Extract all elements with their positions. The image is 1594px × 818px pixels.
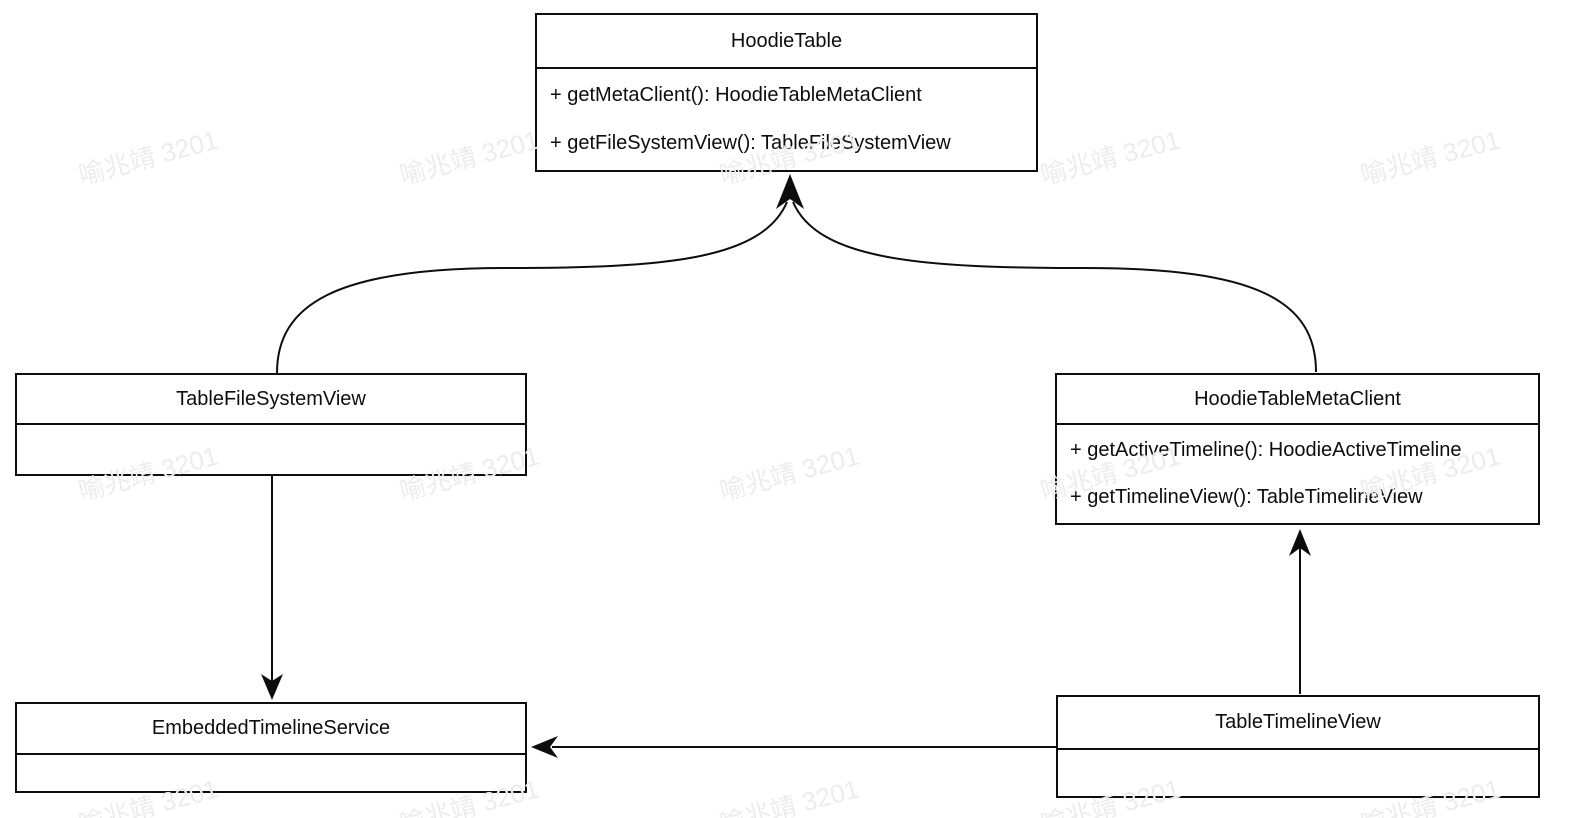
edge-filesystemview-to-hoodietable <box>276 201 788 374</box>
class-title: TableTimelineView <box>1058 697 1538 750</box>
class-box-embeddedtimelineservice: EmbeddedTimelineService <box>15 702 527 793</box>
class-title: EmbeddedTimelineService <box>17 704 525 755</box>
class-box-tabletimelineview: TableTimelineView <box>1056 695 1540 798</box>
class-methods: + getActiveTimeline(): HoodieActiveTimel… <box>1057 425 1538 523</box>
arrowhead-up-hoodietable <box>776 174 804 209</box>
method-getmetaclient: + getMetaClient(): HoodieTableMetaClient <box>550 83 922 106</box>
arrowhead-down-embeddedtimelineservice <box>261 674 283 700</box>
arrowhead-up-metaclient <box>1289 529 1311 556</box>
class-title: TableFileSystemView <box>17 375 525 425</box>
edge-metaclient-to-hoodietable <box>792 201 1317 373</box>
class-box-hoodietable: HoodieTable + getMetaClient(): HoodieTab… <box>535 13 1038 172</box>
class-box-hoodietablemetaclient: HoodieTableMetaClient + getActiveTimelin… <box>1055 373 1540 525</box>
class-methods: + getMetaClient(): HoodieTableMetaClient… <box>537 69 1036 170</box>
class-methods-empty <box>17 425 525 474</box>
class-title: HoodieTableMetaClient <box>1057 375 1538 425</box>
class-title: HoodieTable <box>537 15 1036 69</box>
arrowhead-left-embeddedtimelineservice <box>531 736 558 758</box>
method-gettimelineview: + getTimelineView(): TableTimelineView <box>1070 486 1423 508</box>
class-methods-empty <box>17 755 525 791</box>
method-getfilesystemview: + getFileSystemView(): TableFileSystemVi… <box>550 132 951 155</box>
class-box-tablefilesystemview: TableFileSystemView <box>15 373 527 476</box>
method-getactivetimeline: + getActiveTimeline(): HoodieActiveTimel… <box>1070 439 1462 461</box>
class-methods-empty <box>1058 750 1538 796</box>
